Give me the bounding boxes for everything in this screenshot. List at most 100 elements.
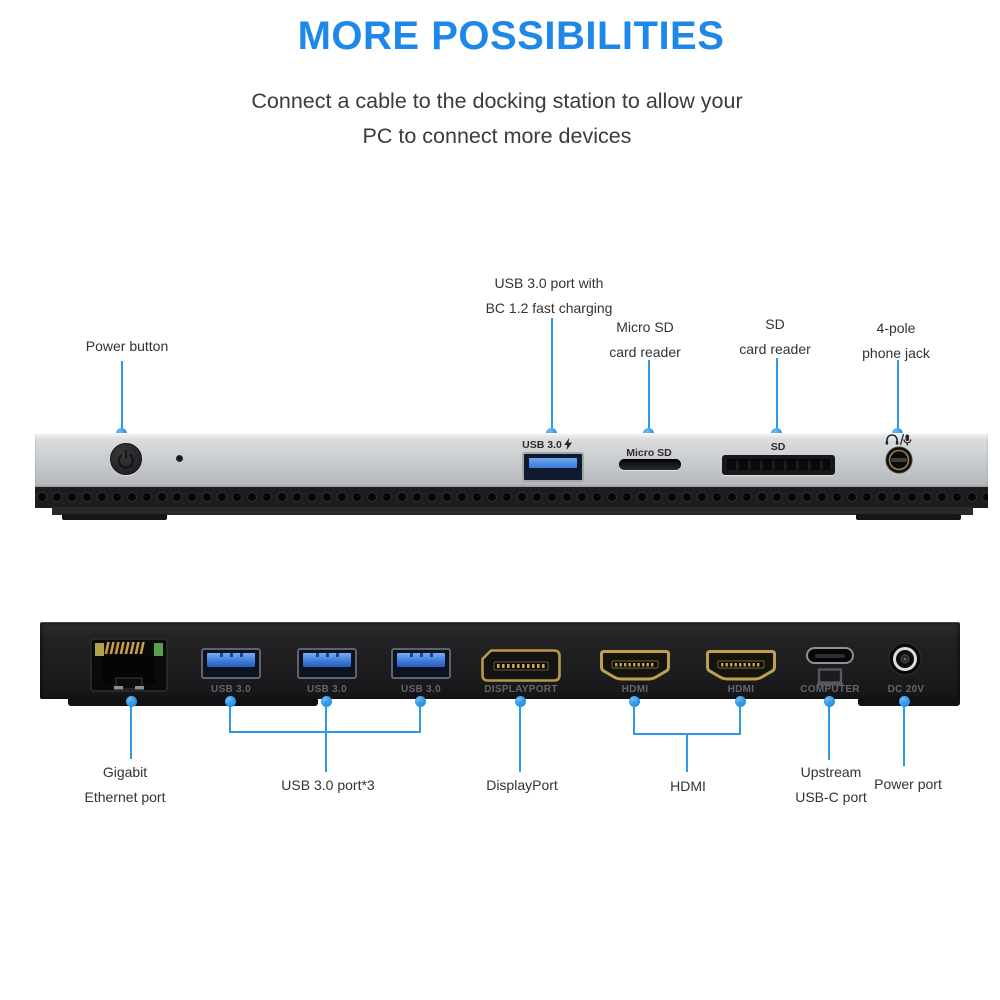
hdmi-port-1 bbox=[600, 650, 670, 681]
callout-label: Power port bbox=[874, 776, 942, 792]
rubber-foot bbox=[856, 514, 961, 520]
usb3-port-3 bbox=[391, 648, 451, 679]
callout-label: HDMI bbox=[670, 778, 706, 794]
micro-sd-print-label: Micro SD bbox=[626, 447, 672, 459]
sd-card-slot bbox=[722, 455, 835, 475]
print-label: COMPUTER bbox=[800, 684, 860, 695]
usbc-port bbox=[806, 647, 854, 664]
phone-jack-port bbox=[885, 446, 913, 474]
callout-label: Micro SD bbox=[616, 319, 674, 335]
rubber-foot bbox=[62, 514, 167, 520]
sd-print: SD bbox=[771, 441, 786, 453]
dock-base bbox=[52, 507, 973, 515]
callout-label: phone jack bbox=[862, 345, 930, 361]
hdmi-print-2: HDMI bbox=[728, 684, 755, 695]
callout-sd: SD card reader bbox=[739, 312, 811, 362]
power-icon bbox=[118, 450, 134, 469]
callout-phone-jack: 4-pole phone jack bbox=[862, 316, 930, 366]
micro-sd-print: Micro SD bbox=[626, 447, 672, 459]
speaker-grille bbox=[35, 487, 988, 508]
displayport-print: DISPLAYPORT bbox=[484, 684, 558, 695]
leader-line bbox=[828, 701, 830, 760]
dc-print: DC 20V bbox=[888, 684, 925, 695]
callout-label: SD bbox=[765, 316, 785, 332]
usb-tongue bbox=[529, 458, 577, 468]
callout-label: DisplayPort bbox=[486, 777, 558, 793]
callout-label: 4-pole bbox=[876, 320, 916, 336]
print-label: DISPLAYPORT bbox=[484, 684, 558, 695]
callout-usb3-ports: USB 3.0 port*3 bbox=[281, 773, 374, 798]
callout-label: card reader bbox=[609, 344, 681, 360]
leader-line bbox=[229, 701, 231, 732]
usb-print-front: USB 3.0 bbox=[522, 438, 572, 451]
subtitle-line-2: PC to connect more devices bbox=[362, 124, 632, 148]
usb-tongue bbox=[303, 653, 351, 667]
computer-icon bbox=[817, 668, 843, 686]
leader-line bbox=[325, 701, 327, 732]
micro-sd-slot bbox=[619, 459, 681, 470]
usb-print-3: USB 3.0 bbox=[401, 684, 441, 695]
leader-line bbox=[739, 701, 741, 735]
usb-tongue bbox=[207, 653, 255, 667]
dc-power-port bbox=[888, 642, 922, 676]
callout-label: BC 1.2 fast charging bbox=[485, 300, 613, 316]
callout-gigabit-ethernet: Gigabit Ethernet port bbox=[85, 760, 166, 810]
callout-label: Power button bbox=[85, 338, 169, 354]
status-led bbox=[176, 455, 183, 462]
callout-label: USB-C port bbox=[795, 789, 867, 805]
callout-usb-fast-charge: USB 3.0 port with BC 1.2 fast charging bbox=[486, 271, 613, 321]
usb3-port-front bbox=[522, 452, 584, 482]
callout-displayport: DisplayPort bbox=[486, 773, 558, 798]
callout-label: USB 3.0 port with bbox=[494, 275, 604, 291]
usb3-port-2 bbox=[297, 648, 357, 679]
leader-line bbox=[325, 731, 327, 772]
print-label: DC 20V bbox=[887, 684, 925, 695]
callout-power-button: Power button bbox=[86, 334, 169, 359]
callout-label: card reader bbox=[739, 341, 811, 357]
leader-line bbox=[419, 701, 421, 732]
page-subtitle: Connect a cable to the docking station t… bbox=[251, 84, 742, 154]
leader-line bbox=[130, 701, 132, 759]
callout-hdmi: HDMI bbox=[670, 774, 706, 799]
headphone-mic-icon bbox=[885, 433, 912, 446]
leader-line bbox=[121, 361, 123, 433]
sd-slot-opening bbox=[727, 459, 830, 470]
hdmi-port-2 bbox=[706, 650, 776, 681]
leader-line bbox=[686, 733, 688, 772]
callout-label: Upstream bbox=[800, 764, 862, 780]
sd-print-label: SD bbox=[770, 441, 786, 453]
leader-line bbox=[633, 701, 635, 735]
page-title: MORE POSSIBILITIES bbox=[297, 14, 725, 58]
computer-print: COMPUTER bbox=[800, 684, 860, 695]
usb-print-1: USB 3.0 bbox=[211, 684, 251, 695]
usb-tongue bbox=[397, 653, 445, 667]
callout-label: USB 3.0 port*3 bbox=[281, 777, 375, 793]
ethernet-port bbox=[90, 638, 168, 692]
callout-label: Ethernet port bbox=[84, 789, 166, 805]
leader-line bbox=[903, 701, 905, 766]
usb-print-label: USB 3.0 bbox=[522, 439, 562, 451]
subtitle-line-1: Connect a cable to the docking station t… bbox=[251, 89, 743, 113]
print-label: HDMI bbox=[727, 684, 755, 695]
callout-power-port: Power port bbox=[874, 772, 942, 797]
rubber-foot bbox=[68, 698, 318, 706]
print-label: USB 3.0 bbox=[401, 684, 441, 695]
leader-line bbox=[897, 360, 899, 433]
print-label: USB 3.0 bbox=[307, 684, 347, 695]
callout-label: Gigabit bbox=[102, 764, 148, 780]
callout-micro-sd: Micro SD card reader bbox=[609, 315, 681, 365]
leader-line bbox=[776, 358, 778, 433]
leader-line bbox=[519, 701, 521, 772]
usbc-opening bbox=[815, 653, 845, 658]
fast-charge-bolt-icon bbox=[563, 438, 572, 450]
hdmi-print-1: HDMI bbox=[622, 684, 649, 695]
usb3-port-1 bbox=[201, 648, 261, 679]
leader-line bbox=[551, 318, 553, 433]
leader-line bbox=[648, 360, 650, 433]
power-button bbox=[110, 443, 142, 475]
callout-upstream-usbc: Upstream USB-C port bbox=[795, 760, 867, 810]
usb-print-2: USB 3.0 bbox=[307, 684, 347, 695]
displayport-port bbox=[481, 649, 561, 682]
print-label: HDMI bbox=[621, 684, 649, 695]
